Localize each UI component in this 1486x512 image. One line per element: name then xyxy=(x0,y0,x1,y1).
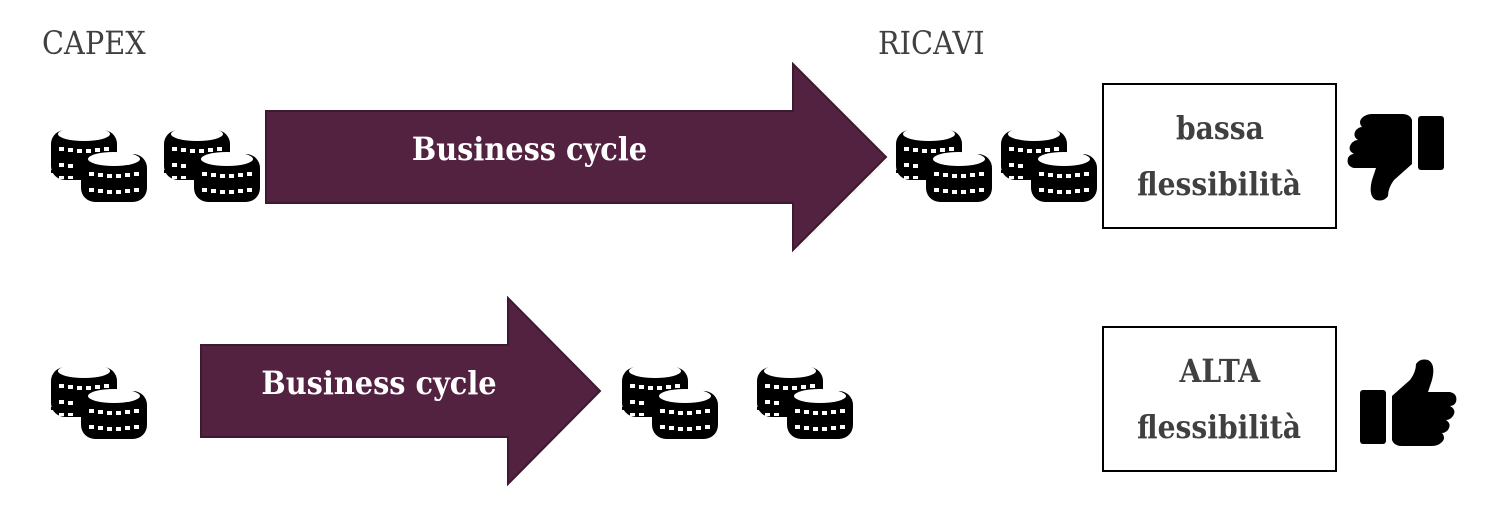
coins-icon xyxy=(894,116,994,204)
flexibility-level: ALTA xyxy=(1179,352,1260,390)
coins-icon xyxy=(755,353,855,441)
coins-icon xyxy=(49,116,149,204)
thumbs-up-icon xyxy=(1358,358,1458,448)
flexibility-level: bassa xyxy=(1175,109,1264,147)
flexibility-box: ALTA flessibilità xyxy=(1102,326,1337,472)
flexibility-word: flessibilità xyxy=(1137,165,1302,203)
flexibility-box: bassa flessibilità xyxy=(1102,83,1337,229)
capex-label: CAPEX xyxy=(42,24,146,62)
thumbs-down-icon xyxy=(1346,112,1446,202)
coins-icon xyxy=(620,353,720,441)
arrow-label: Business cycle xyxy=(261,364,497,402)
business-cycle-arrow xyxy=(200,296,602,487)
coins-icon xyxy=(162,116,262,204)
flexibility-word: flessibilità xyxy=(1137,408,1302,446)
arrow-label: Business cycle xyxy=(411,130,648,168)
coins-icon xyxy=(49,353,149,441)
ricavi-label: RICAVI xyxy=(878,24,985,62)
coins-icon xyxy=(999,116,1099,204)
business-cycle-arrow xyxy=(265,62,888,253)
